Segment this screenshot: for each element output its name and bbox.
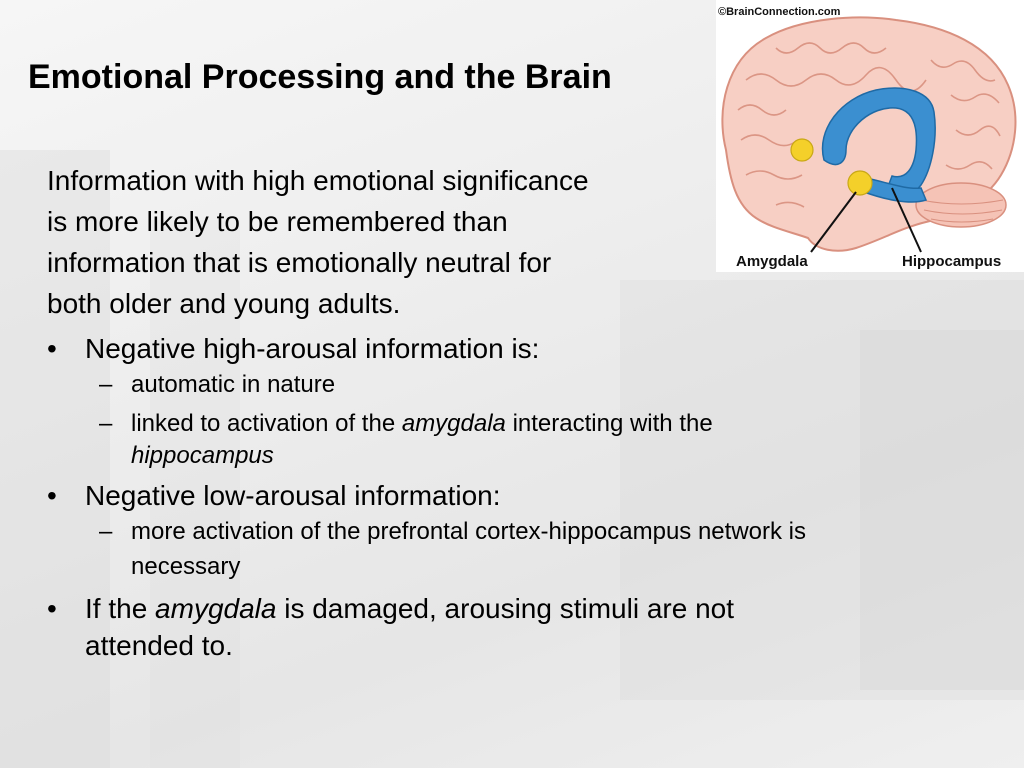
sub-bullet-text: automatic in nature	[131, 371, 336, 398]
amygdala-label: Amygdala	[736, 253, 808, 270]
sub-bullet-line: more activation of the prefrontal cortex…	[131, 518, 806, 545]
bullet-low-arousal: • Negative low-arousal information:	[47, 477, 947, 514]
sub-bullet-mark: –	[99, 371, 113, 398]
bullet-amygdala-damage: • If the amygdala is damaged, arousing s…	[47, 590, 947, 664]
sub-bullet-text: linked to activation of the	[131, 410, 402, 437]
sub-bullet-amygdala-link: – linked to activation of the amygdala i…	[47, 406, 947, 471]
bullet-text: is damaged, arousing stimuli are not	[276, 593, 735, 624]
bullet-mark: •	[47, 480, 57, 511]
bullet-mark: •	[47, 333, 57, 364]
bullet-text: Negative low-arousal information:	[85, 480, 501, 511]
amygdala-term: amygdala	[155, 593, 277, 624]
amygdala-pointer	[810, 191, 857, 253]
hippocampus-label: Hippocampus	[902, 253, 1002, 270]
slide-body: Information with high emotional signific…	[47, 160, 947, 664]
cerebellum-icon	[915, 182, 1007, 228]
sub-bullet-line: necessary	[131, 553, 241, 580]
sub-bullet-text: interacting with the	[505, 410, 713, 437]
bullet-text: Negative high-arousal information is:	[85, 333, 540, 364]
sub-bullet-automatic: – automatic in nature	[47, 367, 947, 402]
amygdala-term: amygdala	[401, 410, 506, 437]
intro-line: information that is emotionally neutral …	[47, 247, 552, 278]
amygdala-icon	[847, 170, 873, 196]
intro-line: is more likely to be remembered than	[47, 206, 508, 237]
intro-line: both older and young adults.	[47, 288, 401, 319]
hippocampus-term: hippocampus	[131, 442, 274, 469]
bullet-high-arousal: • Negative high-arousal information is:	[47, 330, 947, 367]
image-credit: ©BrainConnection.com	[718, 6, 841, 18]
bullet-line: If the amygdala is damaged, arousing sti…	[85, 590, 947, 627]
bullet-text: If the	[85, 593, 156, 624]
intro-line: Information with high emotional signific…	[47, 165, 589, 196]
sub-bullet-mark: –	[99, 518, 113, 545]
sub-bullet-mark: –	[99, 410, 113, 437]
brain-figure: Amygdala Hippocampus	[716, 0, 1024, 272]
sub-bullet-line: linked to activation of the amygdala int…	[131, 406, 947, 441]
intro-paragraph: Information with high emotional signific…	[47, 160, 947, 324]
sub-bullet-prefrontal: – more activation of the prefrontal cort…	[47, 514, 947, 584]
hippocampus-pointer	[891, 187, 922, 253]
amygdala-icon	[790, 138, 814, 162]
brain-illustration	[721, 16, 1017, 253]
bullet-mark: •	[47, 593, 57, 624]
slide-title: Emotional Processing and the Brain	[28, 58, 612, 96]
bullet-line: attended to.	[85, 630, 233, 661]
